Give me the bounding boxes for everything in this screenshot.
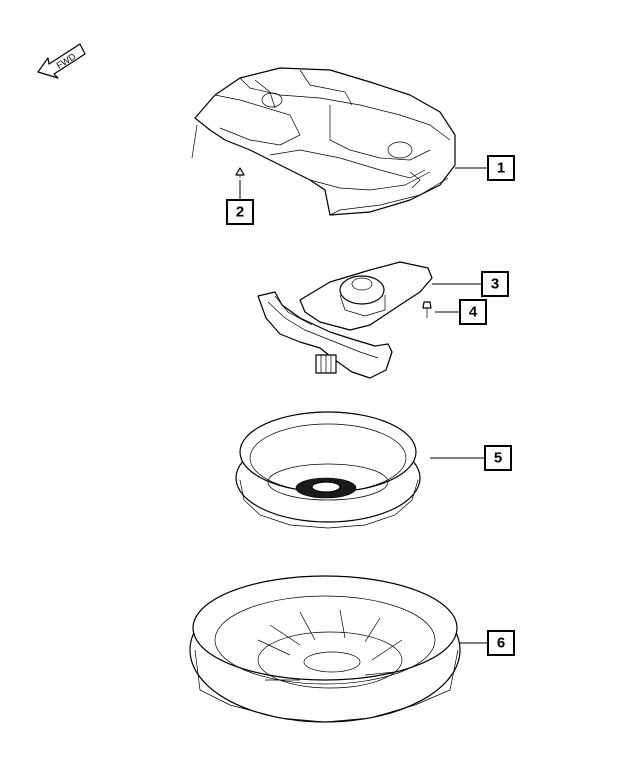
callout-5-label: 5 — [494, 450, 502, 467]
callout-1: 1 — [487, 155, 515, 181]
jack-assembly — [257, 261, 433, 379]
wheel-well-tub — [189, 575, 461, 723]
bolt-4 — [422, 301, 432, 318]
fastener-2 — [235, 167, 245, 178]
callout-4-label: 4 — [469, 304, 478, 321]
callout-6: 6 — [487, 630, 515, 656]
callout-3: 3 — [481, 271, 509, 297]
callout-5: 5 — [484, 445, 512, 471]
fwd-arrow-icon: FWD — [37, 43, 86, 79]
callout-4: 4 — [459, 299, 487, 325]
callout-3-label: 3 — [491, 276, 499, 293]
callout-2: 2 — [226, 199, 254, 225]
spare-wheel — [235, 411, 421, 529]
callout-1-label: 1 — [497, 160, 505, 177]
callout-6-label: 6 — [497, 635, 505, 652]
load-floor-tray — [191, 67, 456, 216]
callout-2-label: 2 — [236, 204, 244, 221]
